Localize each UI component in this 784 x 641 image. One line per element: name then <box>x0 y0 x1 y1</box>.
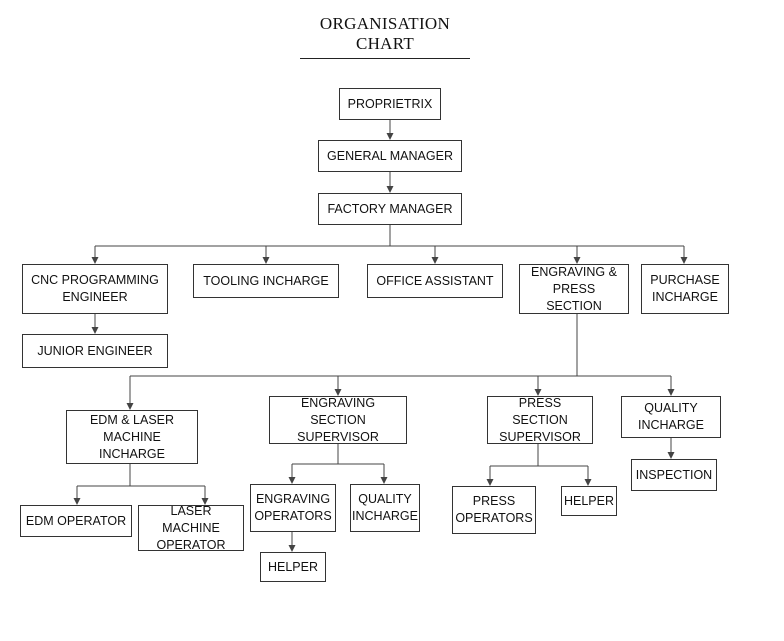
node-press-operators: PRESS OPERATORS <box>452 486 536 534</box>
node-purchase-incharge: PURCHASE INCHARGE <box>641 264 729 314</box>
arrowhead <box>573 257 581 264</box>
arrowhead <box>91 327 99 334</box>
arrowhead <box>288 477 296 484</box>
arrowhead <box>126 403 134 410</box>
arrowhead <box>680 257 688 264</box>
node-edm-laser-machine-incharge: EDM & LASER MACHINE INCHARGE <box>66 410 198 464</box>
node-general-manager: GENERAL MANAGER <box>318 140 462 172</box>
node-laser-machine-operator: LASER MACHINE OPERATOR <box>138 504 244 552</box>
node-helper-engraving: HELPER <box>260 552 326 582</box>
node-helper-press: HELPER <box>561 486 617 516</box>
arrowhead <box>201 498 209 505</box>
arrowhead <box>288 545 296 552</box>
node-press-section-supervisor: PRESS SECTION SUPERVISOR <box>487 396 593 444</box>
arrowhead <box>534 389 542 396</box>
arrowhead <box>334 389 342 396</box>
arrowhead <box>667 452 675 459</box>
arrowhead <box>667 389 675 396</box>
arrowhead <box>73 498 81 505</box>
node-inspection: INSPECTION <box>631 459 717 491</box>
node-quality-incharge-sub: QUALITY INCHARGE <box>350 484 420 532</box>
node-office-assistant: OFFICE ASSISTANT <box>367 264 503 298</box>
node-quality-incharge-top: QUALITY INCHARGE <box>621 396 721 438</box>
arrowhead <box>486 479 494 486</box>
node-cnc-programming-engineer: CNC PROGRAMMING ENGINEER <box>22 264 168 314</box>
arrowhead <box>431 257 439 264</box>
chart-title: ORGANISATION CHART <box>300 14 470 59</box>
node-junior-engineer: JUNIOR ENGINEER <box>22 334 168 368</box>
node-factory-manager: FACTORY MANAGER <box>318 193 462 225</box>
arrowhead <box>584 479 592 486</box>
node-engraving-operators: ENGRAVING OPERATORS <box>250 484 336 532</box>
arrowhead <box>91 257 99 264</box>
node-edm-operator: EDM OPERATOR <box>20 505 132 537</box>
node-tooling-incharge: TOOLING INCHARGE <box>193 264 339 298</box>
arrowhead <box>386 186 394 193</box>
arrowhead <box>262 257 270 264</box>
node-engraving-section-supervisor: ENGRAVING SECTION SUPERVISOR <box>269 396 407 444</box>
node-proprietrix: PROPRIETRIX <box>339 88 441 120</box>
arrowhead <box>386 133 394 140</box>
node-engraving-press-section: ENGRAVING & PRESS SECTION <box>519 264 629 314</box>
arrowhead <box>380 477 388 484</box>
